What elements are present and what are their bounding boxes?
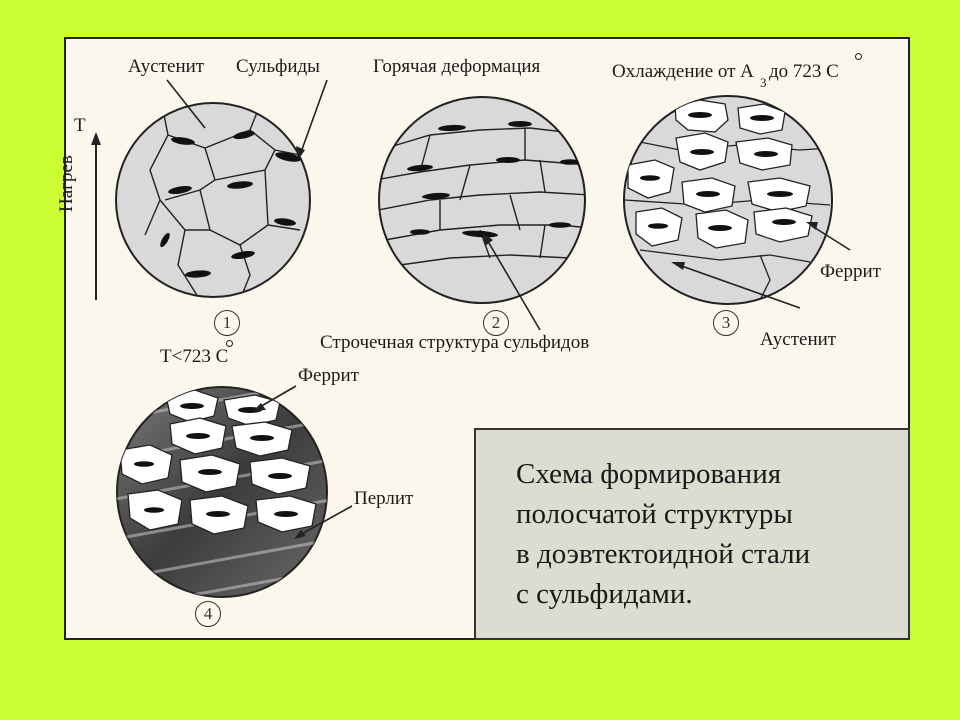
label-ferrite-3: Феррит: [820, 261, 881, 282]
label-austenite-3: Аустенит: [760, 329, 837, 350]
number-badge-3: 3: [713, 310, 739, 336]
label-temperature-axis: Т: [74, 115, 86, 136]
label-cooling-subscript: 3: [760, 75, 767, 90]
label-cooling-suffix: до 723 С: [769, 61, 839, 82]
caption-line-4: с сульфидами.: [516, 578, 693, 610]
label-temp-below: Т<723 С: [160, 346, 229, 367]
degree-sign-below: [226, 340, 233, 347]
caption-box: Схема формирования полосчатой структуры …: [474, 428, 910, 640]
label-sulfides-1: Сульфиды: [236, 56, 320, 77]
label-ferrite-4: Феррит: [298, 365, 359, 386]
circle-4-ferrite-pearlite: [116, 385, 353, 598]
number-badge-1: 1: [214, 310, 240, 336]
label-hot-deformation: Горячая деформация: [373, 56, 541, 77]
number-badge-4: 4: [195, 601, 221, 627]
number-badge-2: 2: [483, 310, 509, 336]
label-austenite-1: Аустенит: [128, 56, 205, 77]
label-cooling-prefix: Охлаждение от А: [612, 61, 754, 82]
caption-line-3: в доэвтектоидной стали: [516, 538, 811, 570]
degree-sign-cooling: [855, 53, 862, 60]
label-line-structure: Строчечная структура сульфидов: [320, 332, 590, 353]
circle-1-austenite: [115, 79, 328, 298]
circle-2-hot-deformation: [378, 96, 586, 331]
label-pearlite: Перлит: [354, 488, 414, 509]
heating-arrow: [91, 132, 101, 300]
label-heating: Нагрев: [56, 155, 77, 212]
circle-3-cooling: [623, 95, 851, 309]
caption-line-2: полосчатой структуры: [516, 498, 793, 530]
caption-line-1: Схема формирования: [516, 458, 782, 490]
